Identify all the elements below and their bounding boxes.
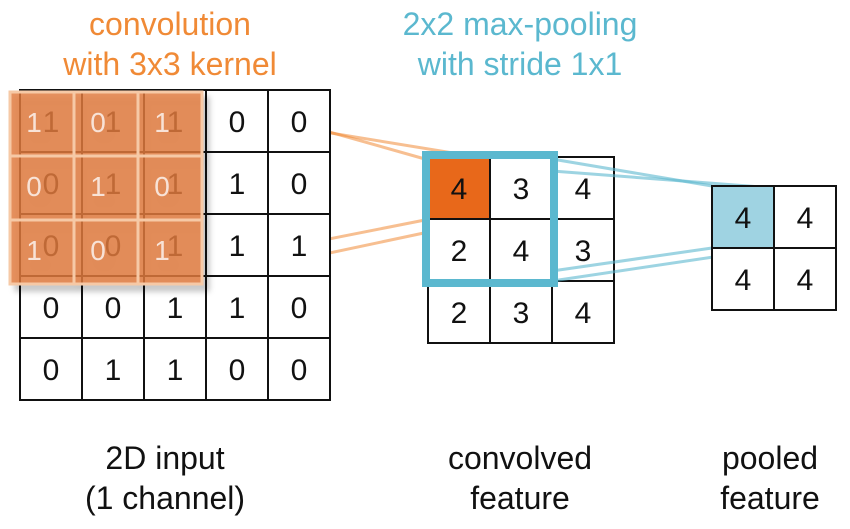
input-value: 1 xyxy=(105,354,122,387)
pooled-value: 4 xyxy=(735,264,752,297)
input-cell xyxy=(205,275,269,339)
convolved-value: 4 xyxy=(513,235,530,268)
input-value: 1 xyxy=(229,230,246,263)
convolved-caption: convolved feature xyxy=(420,438,620,518)
pooled-cell xyxy=(773,185,837,249)
input-value: 0 xyxy=(291,292,308,325)
kernel-cell xyxy=(72,218,140,286)
convolved-cell xyxy=(489,218,553,282)
input-cell xyxy=(19,337,83,401)
kernel-cell xyxy=(8,154,76,222)
kernel-value: 1 xyxy=(154,107,170,138)
input-cell xyxy=(81,337,145,401)
convolved-value: 3 xyxy=(513,173,530,206)
convolution-title-line2: with 3x3 kernel xyxy=(63,46,277,82)
kernel-cell xyxy=(8,218,76,286)
kernel-value: 1 xyxy=(26,235,42,266)
input-value: 0 xyxy=(229,354,246,387)
pooling-title-line2: with stride 1x1 xyxy=(417,46,623,82)
kernel-block: 1 0 1 0 1 0 1 0 1 xyxy=(8,90,204,286)
input-value: 1 xyxy=(291,230,308,263)
pooling-title: 2x2 max-pooling with stride 1x1 xyxy=(370,4,670,84)
kernel-cell xyxy=(8,90,76,158)
input-cell xyxy=(267,275,331,339)
input-cell xyxy=(143,275,207,339)
input-value: 0 xyxy=(229,106,246,139)
convolved-cell xyxy=(489,156,553,220)
convolved-value: 3 xyxy=(575,235,592,268)
input-cell xyxy=(143,337,207,401)
pooling-connector-line xyxy=(551,246,713,273)
convolved-value: 2 xyxy=(451,235,468,268)
pooled-cell xyxy=(773,247,837,311)
pooled-cell xyxy=(711,247,775,311)
input-cell xyxy=(205,89,269,153)
kernel-overlay: 1 0 1 0 1 0 1 0 1 xyxy=(8,90,204,286)
input-cell xyxy=(267,337,331,401)
pooled-caption: pooled feature xyxy=(700,438,840,518)
input-value: 0 xyxy=(291,168,308,201)
pooled-cell xyxy=(711,185,775,249)
input-value: 1 xyxy=(167,292,184,325)
input-caption-line1: 2D input xyxy=(105,440,225,476)
input-cell xyxy=(267,151,331,215)
input-value: 1 xyxy=(167,354,184,387)
convolved-cell xyxy=(551,280,615,344)
pooled-caption-line2: feature xyxy=(720,480,820,516)
pooled-caption-line1: pooled xyxy=(721,440,819,476)
input-value: 0 xyxy=(105,292,122,325)
pooling-window xyxy=(422,151,558,287)
kernel-cell xyxy=(136,154,204,222)
convolved-caption-line1: convolved xyxy=(447,440,593,476)
convolved-value: 4 xyxy=(575,173,592,206)
kernel-cell xyxy=(72,90,140,158)
kernel-value: 0 xyxy=(90,235,106,266)
kernel-value: 0 xyxy=(154,171,170,202)
convolved-caption-line2: feature xyxy=(470,480,570,516)
kernel-cell xyxy=(136,218,204,286)
input-caption-line2: (1 channel) xyxy=(84,480,246,516)
pooled-value: 4 xyxy=(797,202,814,235)
convolution-title: convolution with 3x3 kernel xyxy=(0,4,340,84)
pooled-value: 4 xyxy=(797,264,814,297)
pooling-title-line1: 2x2 max-pooling xyxy=(402,6,638,42)
input-value: 1 xyxy=(229,168,246,201)
convolved-value: 4 xyxy=(451,173,468,206)
kernel-value: 0 xyxy=(90,107,106,138)
input-cell xyxy=(267,213,331,277)
kernel-cell xyxy=(136,90,204,158)
input-caption: 2D input (1 channel) xyxy=(20,438,310,518)
pooled-grid: 4 4 4 4 xyxy=(711,185,837,311)
input-value: 0 xyxy=(291,106,308,139)
kernel-value: 1 xyxy=(90,171,106,202)
input-value: 1 xyxy=(229,292,246,325)
convolved-value: 2 xyxy=(451,297,468,330)
convolved-value: 4 xyxy=(575,297,592,330)
input-value: 0 xyxy=(43,292,60,325)
input-cell xyxy=(267,89,331,153)
input-value: 0 xyxy=(291,354,308,387)
convolved-grid: 4 3 4 2 4 3 2 3 4 xyxy=(422,151,615,344)
convolved-value: 3 xyxy=(513,297,530,330)
pooled-value: 4 xyxy=(735,202,752,235)
kernel-cell xyxy=(72,154,140,222)
convolution-title-line1: convolution xyxy=(89,6,251,42)
kernel-value: 1 xyxy=(26,107,42,138)
kernel-value: 0 xyxy=(26,171,42,202)
input-value: 0 xyxy=(43,354,60,387)
kernel-value: 1 xyxy=(154,235,170,266)
